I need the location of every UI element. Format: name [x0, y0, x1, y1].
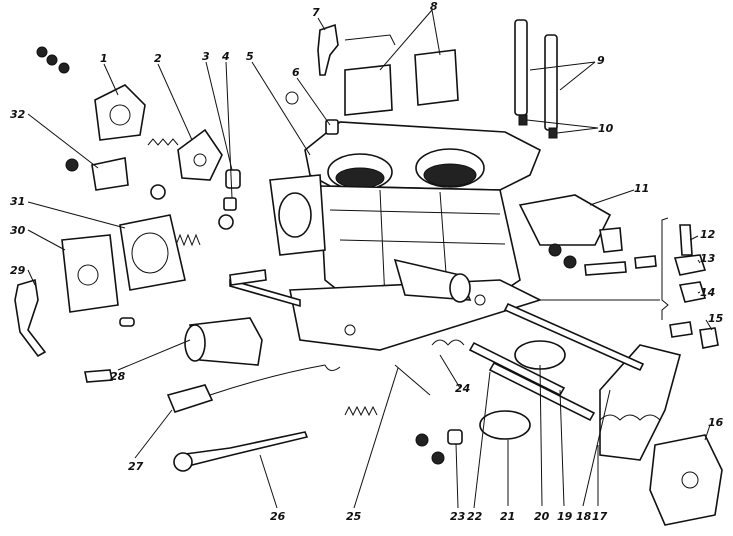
callout-17: 17 — [592, 510, 608, 523]
callout-10: 10 — [598, 122, 614, 135]
callout-26: 26 — [270, 510, 286, 523]
leader-lines — [27, 9, 713, 509]
callout-14: 14 — [700, 286, 715, 299]
callout-9: 9 — [597, 54, 605, 67]
callout-2: 2 — [154, 52, 162, 65]
callout-8: 8 — [430, 0, 438, 13]
callout-labels: 1 2 3 4 5 6 7 8 9 10 11 12 13 14 15 16 1… — [10, 0, 724, 523]
callout-7: 7 — [312, 6, 320, 19]
callout-27: 27 — [128, 460, 144, 473]
callout-3: 3 — [202, 50, 210, 63]
callout-23: 23 — [450, 510, 466, 523]
callout-28: 28 — [110, 370, 126, 383]
callout-32: 32 — [10, 108, 26, 121]
callout-18: 18 — [576, 510, 592, 523]
callout-29: 29 — [10, 264, 26, 277]
carburetor-body — [269, 121, 543, 351]
callout-16: 16 — [708, 416, 724, 429]
callout-12: 12 — [700, 228, 716, 241]
callout-15: 15 — [708, 312, 724, 325]
callout-4: 4 — [221, 50, 230, 63]
bracket-line — [661, 217, 669, 320]
callout-13: 13 — [700, 252, 716, 265]
parts — [14, 19, 723, 526]
callout-20: 20 — [534, 510, 550, 523]
callout-24: 24 — [455, 382, 470, 395]
callout-22: 22 — [467, 510, 483, 523]
callout-5: 5 — [246, 50, 254, 63]
callout-25: 25 — [346, 510, 362, 523]
callout-21: 21 — [500, 510, 515, 523]
callout-6: 6 — [292, 66, 300, 79]
callout-11: 11 — [634, 182, 649, 195]
callout-19: 19 — [557, 510, 573, 523]
callout-1: 1 — [100, 52, 108, 65]
callout-31: 31 — [10, 195, 25, 208]
callout-30: 30 — [10, 224, 26, 237]
